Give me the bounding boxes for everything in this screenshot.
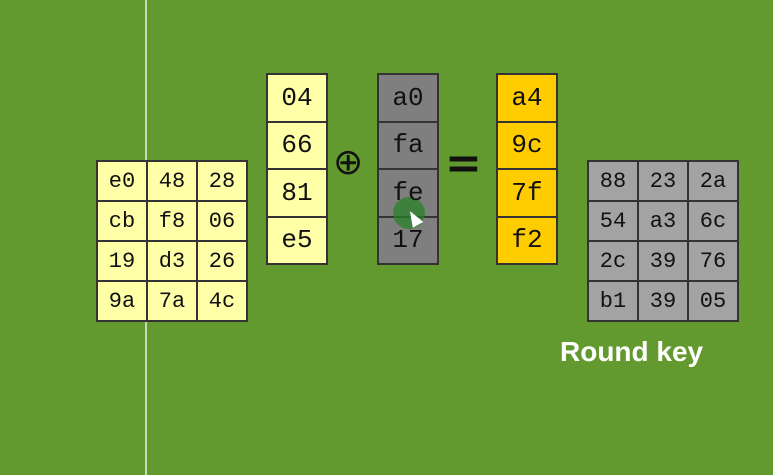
cell-value: 7f (511, 177, 543, 208)
cell-value: a0 (392, 82, 424, 113)
cell: 2c (588, 241, 638, 281)
cell-value: 48 (158, 168, 186, 194)
cell: a0 (378, 74, 438, 122)
cell: f2 (497, 216, 557, 264)
cell: 39 (638, 281, 688, 321)
cell-value: e5 (281, 225, 313, 256)
cell: 66 (267, 121, 327, 169)
cell-value: 76 (699, 248, 727, 274)
cell: cb (97, 201, 147, 241)
cell: 2a (688, 161, 738, 201)
cell: 7a (147, 281, 197, 321)
cell-value: 23 (649, 168, 677, 194)
cell: 88 (588, 161, 638, 201)
cell: 04 (267, 74, 327, 122)
cell: a3 (638, 201, 688, 241)
cell-value: 05 (699, 288, 727, 314)
cell: 6c (688, 201, 738, 241)
cell: 26 (197, 241, 247, 281)
cell: 81 (267, 169, 327, 217)
cell: 28 (197, 161, 247, 201)
cell-value: cb (108, 208, 136, 234)
round-key-label: Round key (560, 336, 704, 367)
cell: 4c (197, 281, 247, 321)
state-matrix: e0 48 28 cb f8 06 19 d3 26 9a 7a 4c (96, 160, 248, 322)
cell-value: 06 (208, 208, 236, 234)
result-column: a4 9c 7f f2 (496, 73, 558, 265)
cell: 48 (147, 161, 197, 201)
cell-value: 66 (281, 130, 313, 161)
cell-value: 2c (599, 248, 627, 274)
cell: 17 (378, 216, 438, 264)
cell-value: 9a (108, 288, 136, 314)
cell-value: 28 (208, 168, 236, 194)
cell-value: 17 (392, 225, 424, 256)
cell: 19 (97, 241, 147, 281)
cell: 9a (97, 281, 147, 321)
cell-value: 81 (281, 177, 313, 208)
cell: 54 (588, 201, 638, 241)
cell: e5 (267, 216, 327, 264)
cell-value: 54 (599, 208, 627, 234)
cell-value: 9c (511, 130, 543, 161)
equals-symbol: = (445, 138, 482, 189)
cell-value: 39 (649, 288, 677, 314)
xor-symbol: ⊕ (333, 142, 364, 183)
cell-value: e0 (108, 168, 136, 194)
cell: 7f (497, 169, 557, 217)
cell-value: 26 (208, 248, 236, 274)
cell: 76 (688, 241, 738, 281)
cell-value: fe (392, 177, 424, 208)
cell-value: 7a (158, 288, 186, 314)
key-column: a0 fa fe 17 (377, 73, 439, 265)
cell-value: f2 (511, 225, 543, 256)
cell-value: b1 (599, 288, 627, 314)
cell: fa (378, 121, 438, 169)
cell: 9c (497, 121, 557, 169)
cell: 06 (197, 201, 247, 241)
cell-value: fa (392, 130, 424, 161)
click-indicator (393, 197, 425, 229)
cell: 39 (638, 241, 688, 281)
cell-value: 4c (208, 288, 236, 314)
cell: 05 (688, 281, 738, 321)
round-key-matrix: 88 23 2a 54 a3 6c 2c 39 76 b1 39 05 (587, 160, 739, 322)
cell: b1 (588, 281, 638, 321)
cell: 23 (638, 161, 688, 201)
cell-value: 39 (649, 248, 677, 274)
cell: f8 (147, 201, 197, 241)
cell-value: a4 (511, 82, 543, 113)
cell-value: d3 (158, 248, 186, 274)
cell: a4 (497, 74, 557, 122)
cell-value: 6c (699, 208, 727, 234)
cell-value: 19 (108, 248, 136, 274)
cell: d3 (147, 241, 197, 281)
cell-value: 2a (699, 168, 727, 194)
cell-value: f8 (158, 208, 186, 234)
cell: e0 (97, 161, 147, 201)
cell-value: 04 (281, 82, 313, 113)
input-column: 04 66 81 e5 (266, 73, 328, 265)
cell-value: a3 (649, 208, 677, 234)
cell-value: 88 (599, 168, 627, 194)
